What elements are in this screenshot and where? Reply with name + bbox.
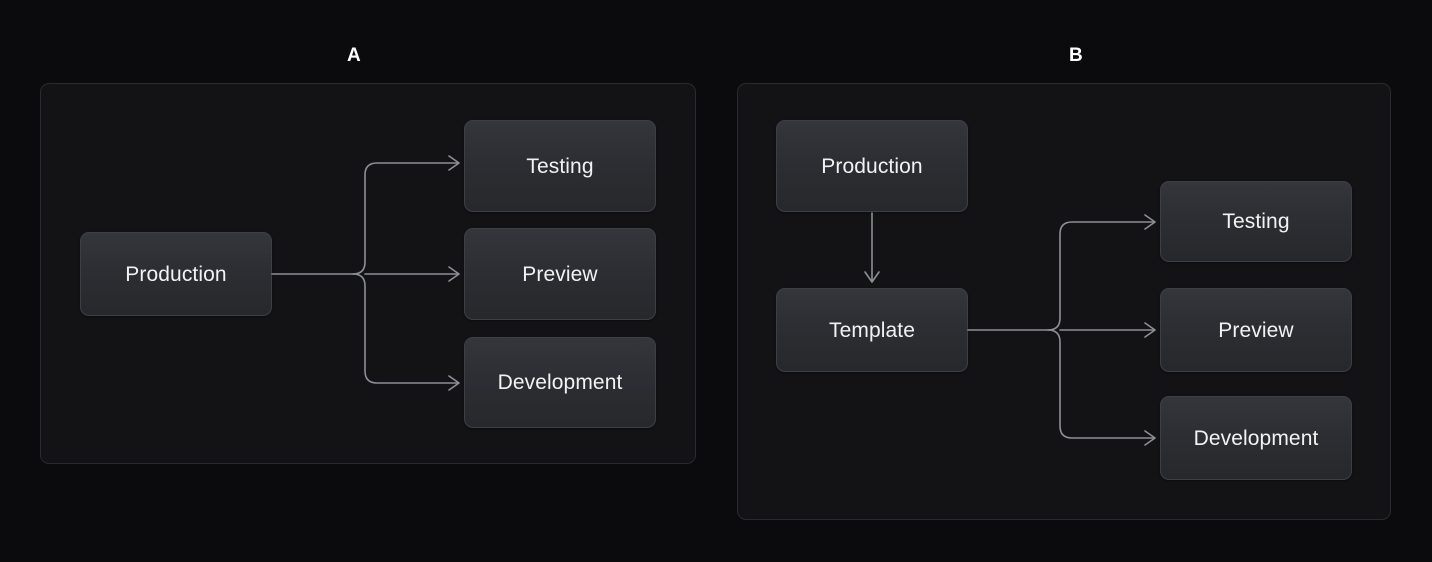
node-a-testing[interactable]: Testing — [464, 120, 656, 212]
node-b-template[interactable]: Template — [776, 288, 968, 372]
node-b-preview[interactable]: Preview — [1160, 288, 1352, 372]
node-a-preview[interactable]: Preview — [464, 228, 656, 320]
node-b-testing[interactable]: Testing — [1160, 181, 1352, 262]
panel-label-a: A — [347, 45, 361, 66]
node-a-production[interactable]: Production — [80, 232, 272, 316]
node-b-development[interactable]: Development — [1160, 396, 1352, 480]
node-b-production[interactable]: Production — [776, 120, 968, 212]
panel-label-b: B — [1069, 45, 1083, 66]
node-a-development[interactable]: Development — [464, 337, 656, 428]
